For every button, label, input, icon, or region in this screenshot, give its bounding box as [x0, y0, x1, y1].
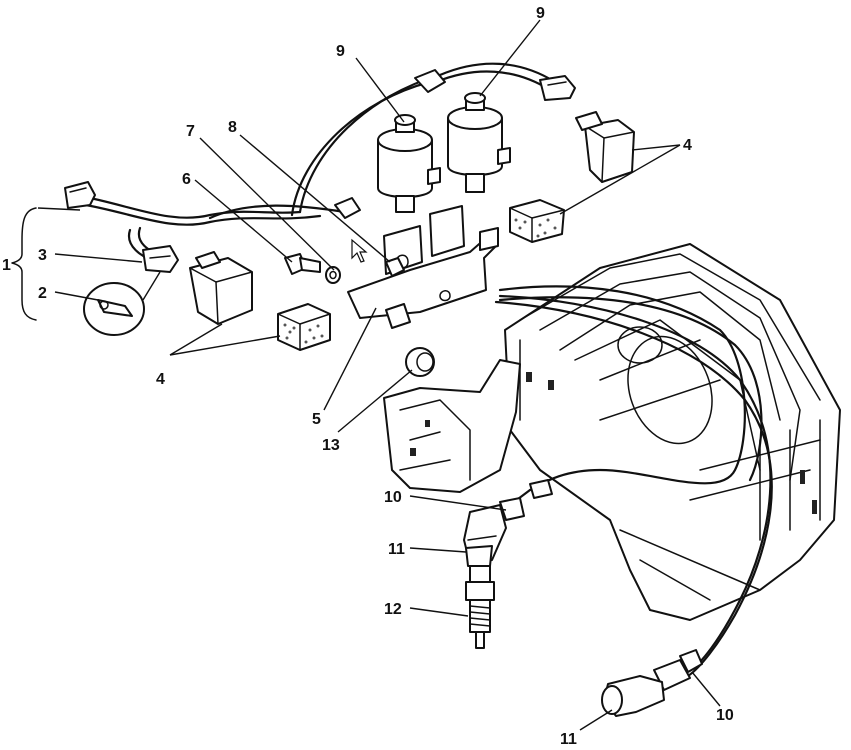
callout-12: 12: [384, 601, 402, 618]
callout-3: 3: [38, 247, 47, 264]
connector-part-3: [142, 245, 179, 273]
callout-5: 5: [312, 411, 321, 428]
ignitor-unit-left: [189, 251, 253, 325]
nut-part-8: [385, 257, 405, 277]
callout-6: 6: [182, 171, 191, 188]
callout-4-left: 4: [156, 371, 165, 388]
callout-7: 7: [186, 123, 195, 140]
plug-cap-upper: [463, 479, 553, 567]
callout-9-left: 9: [336, 43, 345, 60]
leader-lines: [37, 19, 721, 731]
ignition-coil-left: [377, 114, 441, 213]
callout-labels: 1 2 3 4 4 5 6 7 8 9 9 10 10 11 11 12 13: [2, 5, 734, 748]
plug-cap-lower: [601, 649, 703, 717]
ignition-coil-right: [447, 92, 511, 193]
support-bracket: [383, 359, 521, 493]
harness-connector-left: [64, 181, 96, 209]
rubber-mount-left: [277, 303, 331, 351]
bolt-part-6: [284, 253, 321, 275]
rubber-mount-right: [509, 199, 565, 243]
callout-13: 13: [322, 437, 340, 454]
mouse-pointer-icon: [351, 238, 368, 263]
spark-plug-part-12: [465, 565, 495, 649]
callout-4-right: 4: [683, 137, 692, 154]
callout-11-lower: 11: [560, 731, 577, 748]
callout-1: 1: [2, 257, 11, 274]
wiring-harness: [78, 62, 557, 264]
callout-11-upper: 11: [388, 541, 405, 558]
engine-casting: [504, 243, 841, 621]
group-brace: [11, 207, 37, 321]
harness-clip: [334, 69, 446, 219]
callout-10-lower: 10: [716, 707, 734, 724]
callout-8: 8: [228, 119, 237, 136]
harness-connector-top: [539, 75, 576, 101]
callout-9-right: 9: [536, 5, 545, 22]
callout-10-upper: 10: [384, 489, 402, 506]
spark-plug-leads: [494, 285, 773, 678]
coil-bracket-part-5: [347, 205, 499, 329]
ignitor-unit-right: [575, 111, 635, 183]
grommet-part-13: [405, 347, 435, 377]
terminal-part-2: [83, 271, 161, 336]
washer-part-7: [325, 266, 341, 284]
callout-2: 2: [38, 285, 47, 302]
